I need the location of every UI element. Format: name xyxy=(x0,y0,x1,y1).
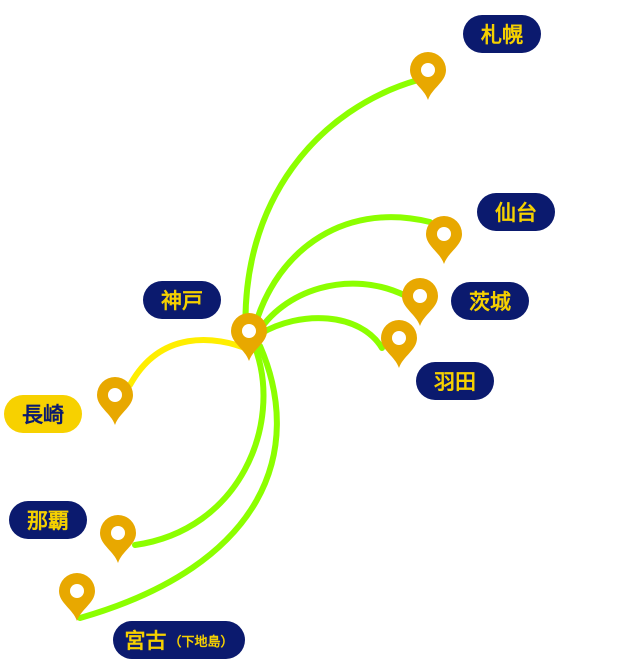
route-miyako xyxy=(77,343,280,621)
label-text: 茨城 xyxy=(469,290,511,314)
route-sendai xyxy=(249,214,433,341)
label-text: 那覇 xyxy=(27,509,69,533)
label-text: 宮古 xyxy=(124,629,167,653)
route-haneda xyxy=(257,315,385,351)
route-nagasaki xyxy=(127,336,253,388)
label-text: 長崎 xyxy=(22,403,64,427)
route-sapporo xyxy=(242,77,421,343)
route-ibaraki xyxy=(253,280,409,339)
pin-ibaraki-icon[interactable] xyxy=(402,278,438,326)
label-text: 仙台 xyxy=(495,201,537,225)
pin-naha-icon[interactable] xyxy=(100,515,136,563)
pin-sapporo-icon[interactable] xyxy=(410,52,446,100)
label-ibaraki[interactable]: 茨城 xyxy=(451,282,529,320)
label-sendai[interactable]: 仙台 xyxy=(477,193,555,231)
label-text: 札幌 xyxy=(481,23,523,47)
pin-nagasaki-icon[interactable] xyxy=(97,377,133,425)
label-sapporo[interactable]: 札幌 xyxy=(463,15,541,53)
label-miyako[interactable]: 宮古（下地島） xyxy=(113,621,245,659)
label-text: 神戸 xyxy=(161,289,203,313)
label-nagasaki[interactable]: 長崎 xyxy=(4,395,82,433)
label-haneda[interactable]: 羽田 xyxy=(416,362,494,400)
pin-haneda-icon[interactable] xyxy=(381,320,417,368)
label-note: （下地島） xyxy=(168,634,234,650)
route-naha xyxy=(132,347,267,548)
pin-sendai-icon[interactable] xyxy=(426,216,462,264)
label-naha[interactable]: 那覇 xyxy=(9,501,87,539)
label-text: 羽田 xyxy=(434,370,476,394)
label-kobe[interactable]: 神戸 xyxy=(143,281,221,319)
